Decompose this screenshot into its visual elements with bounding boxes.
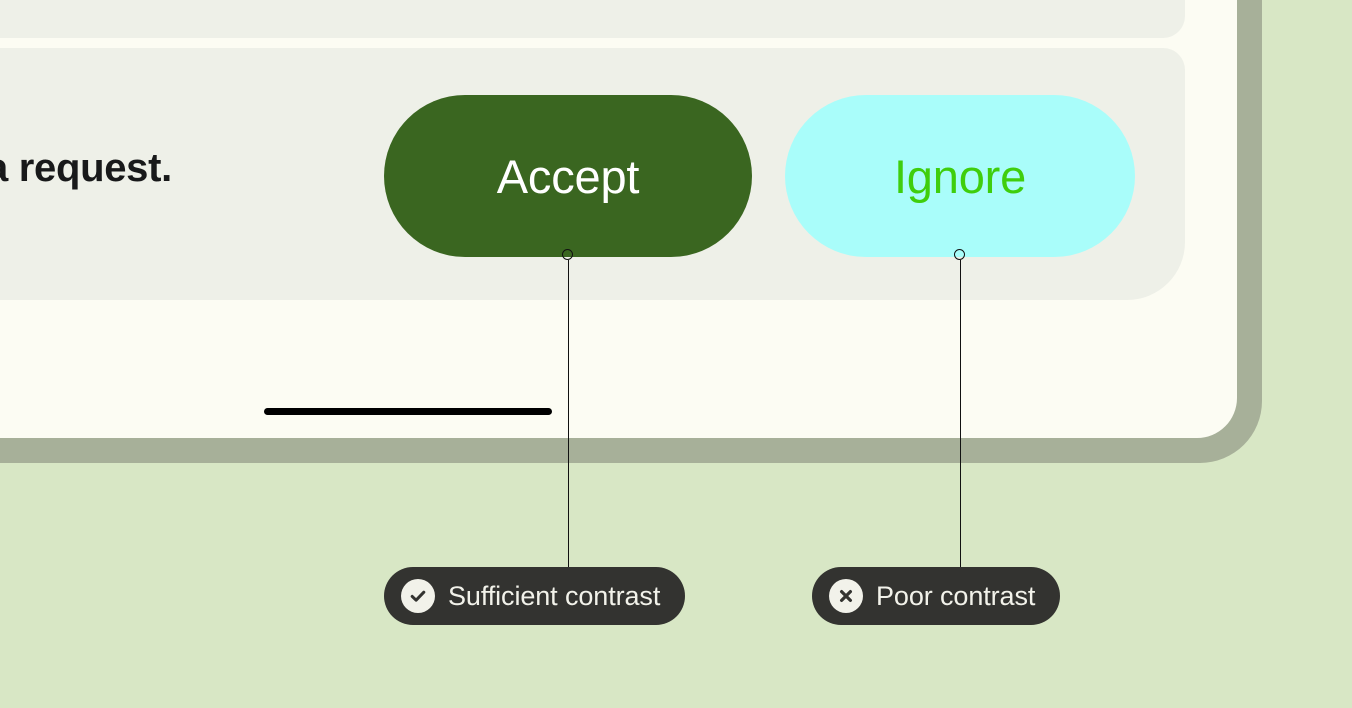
ignore-button[interactable]: Ignore — [785, 95, 1135, 257]
x-circle-icon — [829, 579, 863, 613]
accept-button[interactable]: Accept — [384, 95, 752, 257]
annotation-label-poor: Poor contrast — [876, 580, 1036, 611]
leader-stem — [959, 260, 962, 580]
check-circle-icon — [401, 579, 435, 613]
leader-stem — [567, 260, 570, 580]
leader-dot-icon — [954, 249, 965, 260]
annotation-badge-poor: Poor contrast — [812, 567, 1061, 625]
partial-card-above — [0, 0, 1185, 38]
leader-dot-icon — [562, 249, 573, 260]
annotation-badge-sufficient: Sufficient contrast — [384, 567, 686, 625]
annotation-label-sufficient: Sufficient contrast — [448, 580, 661, 611]
message-text: a request. — [0, 146, 172, 190]
redacted-rule — [264, 408, 552, 415]
